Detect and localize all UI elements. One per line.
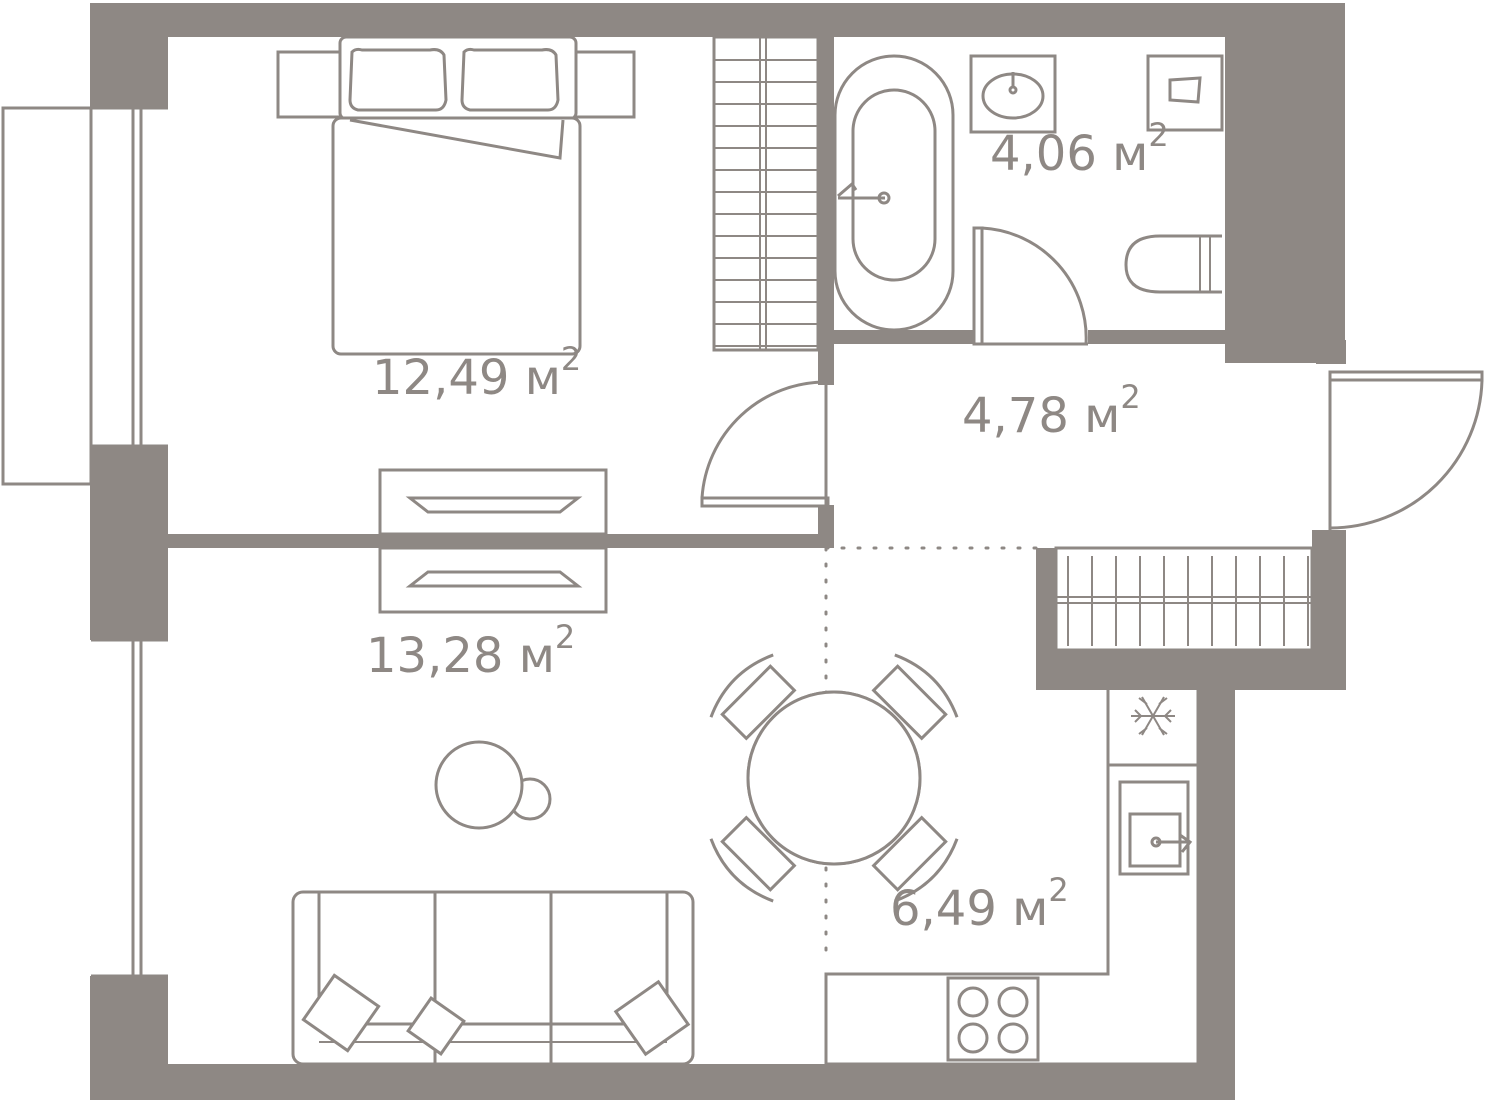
wall-partition-bath-west-low	[818, 505, 834, 548]
kitchen-counter	[824, 666, 1200, 1066]
door-icon	[1328, 370, 1484, 530]
towel-dryer-icon	[1146, 54, 1224, 132]
dining-table-icon	[709, 653, 959, 903]
chair-icon	[709, 653, 797, 741]
svg-text:4,06 м2: 4,06 м2	[990, 116, 1169, 182]
toilet-icon	[1124, 234, 1222, 294]
wall-right-lower	[1198, 668, 1235, 1100]
door-icon	[972, 226, 1088, 346]
bed-icon	[276, 35, 636, 356]
sink-icon	[969, 54, 1057, 134]
svg-text:4,78 м2: 4,78 м2	[962, 378, 1141, 444]
wall-right-upper	[1225, 3, 1345, 363]
wardrobe-icon	[1054, 546, 1314, 652]
chair-icon	[709, 815, 797, 903]
fridge-icon	[1108, 696, 1198, 767]
wall-bath-south-left	[834, 330, 974, 344]
wall-niche-right	[1312, 530, 1346, 690]
chair-icon	[871, 815, 959, 903]
wall-partition-bedroom	[168, 534, 832, 548]
walls	[90, 3, 1346, 1100]
snowflake-icon	[1131, 696, 1175, 736]
kitchen-sink-icon	[1118, 780, 1193, 876]
wall-top	[90, 3, 1345, 37]
svg-text:13,28 м2: 13,28 м2	[366, 618, 575, 684]
wall-niche-left	[1036, 548, 1056, 668]
area-label-hall: 4,78 м2	[962, 378, 1141, 444]
svg-text:12,49 м2: 12,49 м2	[372, 340, 581, 406]
cooktop-icon	[946, 976, 1040, 1062]
wall-left-middle	[90, 446, 168, 640]
wall-partition-bath-west	[818, 37, 834, 385]
area-label-living: 13,28 м2	[366, 618, 575, 684]
area-label-bedroom: 12,49 м2	[372, 340, 581, 406]
chair-icon	[871, 653, 959, 741]
wall-left-top	[90, 3, 168, 108]
door-icon	[700, 380, 830, 508]
coffee-table-icon	[434, 740, 552, 830]
area-label-bathroom: 4,06 м2	[990, 116, 1169, 182]
wall-bath-south-right	[1088, 330, 1225, 344]
wardrobe-icon	[712, 35, 820, 352]
area-label-kitchen: 6,49 м2	[890, 871, 1069, 937]
svg-text:6,49 м2: 6,49 м2	[890, 871, 1069, 937]
bathtub-icon	[833, 54, 955, 332]
wardrobe-icon	[378, 468, 608, 614]
window-icon	[1, 106, 168, 978]
sofa-icon	[291, 890, 695, 1066]
wall-niche-bottom	[1036, 650, 1346, 690]
wall-entry-jamb	[1316, 340, 1346, 364]
wall-bottom	[90, 1064, 1235, 1100]
